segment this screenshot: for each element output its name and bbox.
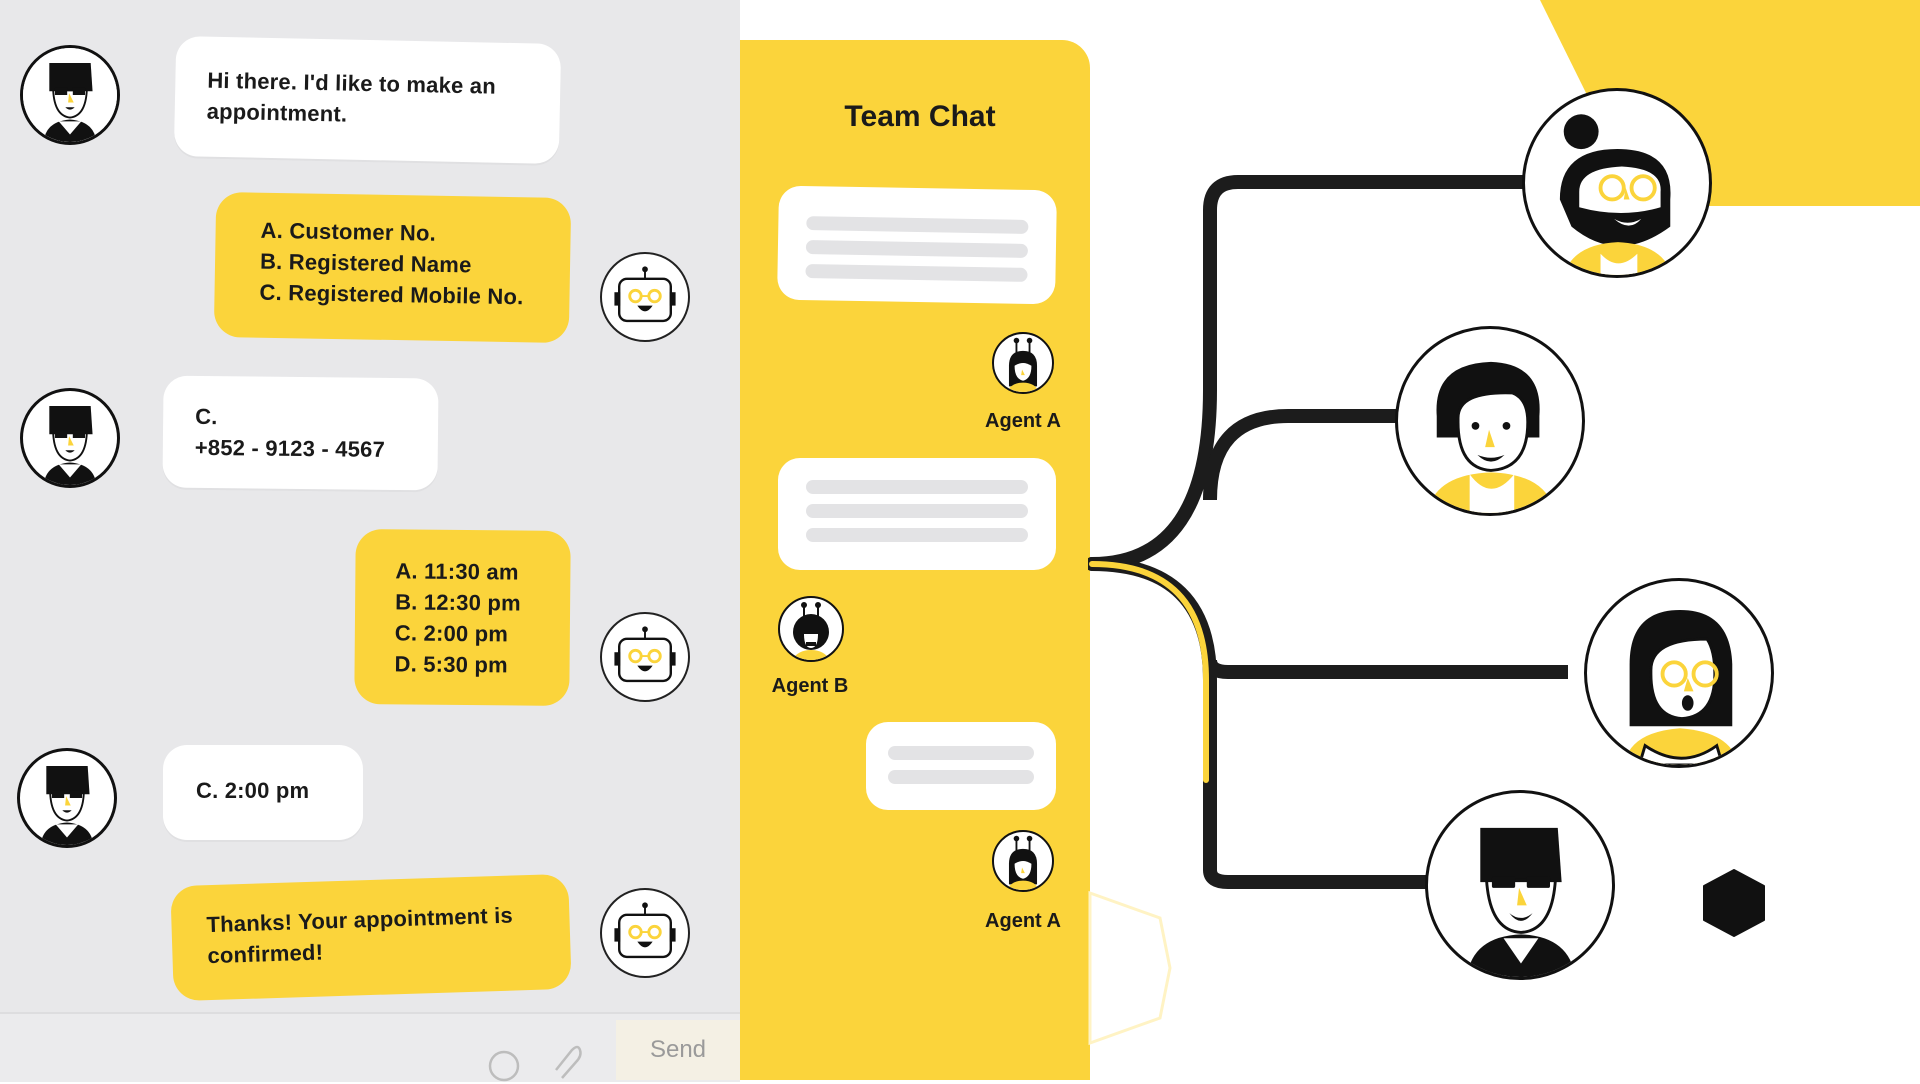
hexagon-decoration — [1703, 869, 1765, 937]
agent-label: Agent A — [985, 410, 1061, 432]
routing-tree-lines — [1088, 175, 1568, 889]
message-line: C. 2:00 pm — [196, 778, 310, 803]
smiley-icon[interactable] — [486, 1048, 522, 1084]
message-line: C. Registered Mobile No. — [259, 279, 524, 310]
agent-label: Agent B — [771, 675, 849, 697]
curly-hair-avatar-icon — [1395, 326, 1585, 516]
bot-avatar — [600, 888, 690, 978]
message-placeholder-line — [806, 528, 1028, 542]
bot-message-bubble: A. 11:30 am B. 12:30 pm C. 2:00 pm D. 5:… — [354, 529, 571, 706]
message-placeholder-line — [888, 770, 1034, 784]
message-line: C. 2:00 pm — [394, 620, 509, 647]
message-line: B. Registered Name — [259, 248, 472, 278]
message-placeholder-line — [806, 480, 1028, 494]
message-placeholder-line — [805, 240, 1029, 258]
customer-avatar — [17, 748, 117, 848]
agent-b-avatar — [778, 596, 844, 662]
bot-avatar — [600, 612, 690, 702]
customer-avatar — [20, 388, 120, 488]
team-chat-title: Team Chat — [844, 100, 996, 133]
agent-a-avatar — [992, 830, 1054, 892]
team-message-card — [778, 458, 1056, 570]
team-message-card — [866, 722, 1056, 810]
bot-message-bubble: Thanks! Your appointment is confirmed! — [170, 873, 572, 1002]
message-placeholder-line — [806, 216, 1029, 234]
message-line: +852 - 9123 - 4567 — [194, 434, 386, 462]
bot-message-bubble: A. Customer No. B. Registered Name C. Re… — [213, 191, 572, 344]
message-placeholder-line — [805, 264, 1028, 282]
agent-a-avatar — [992, 332, 1054, 394]
message-line: C. — [195, 403, 218, 430]
sunglasses-man-avatar-icon — [1425, 790, 1615, 980]
message-line: B. 12:30 pm — [395, 589, 521, 616]
message-placeholder-line — [806, 504, 1028, 518]
message-placeholder-line — [888, 746, 1034, 760]
customer-message-bubble: C. +852 - 9123 - 4567 — [162, 375, 439, 491]
message-line: A. Customer No. — [260, 217, 437, 246]
customer-message-bubble: C. 2:00 pm — [163, 745, 363, 840]
paperclip-icon[interactable] — [548, 1040, 584, 1080]
bearded-man-avatar-icon — [1522, 88, 1712, 278]
send-button[interactable]: Send — [616, 1020, 740, 1080]
team-message-card — [777, 185, 1057, 305]
bot-avatar — [600, 252, 690, 342]
message-line: D. 5:30 pm — [394, 651, 508, 678]
customer-message-bubble: Hi there. I'd like to make an appointmen… — [173, 35, 562, 165]
message-line: A. 11:30 am — [395, 558, 519, 585]
hexagon-outline-decoration — [1088, 890, 1172, 1046]
customer-avatar — [20, 45, 120, 145]
agent-label: Agent A — [985, 910, 1061, 932]
woman-glasses-avatar-icon — [1584, 578, 1774, 768]
